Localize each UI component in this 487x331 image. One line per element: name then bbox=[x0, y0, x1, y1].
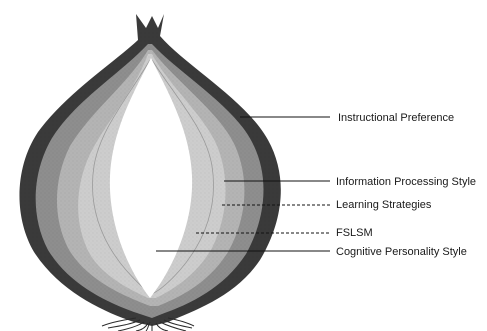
onion-illustration bbox=[19, 14, 280, 331]
label-cognitive-personality-style: Cognitive Personality Style bbox=[336, 246, 467, 258]
label-information-processing-style: Information Processing Style bbox=[336, 176, 476, 188]
label-fslsm: FSLSM bbox=[336, 227, 373, 239]
label-learning-strategies: Learning Strategies bbox=[336, 199, 432, 211]
label-instructional-preference: Instructional Preference bbox=[338, 112, 454, 124]
layer-labels: Instructional Preference Information Pro… bbox=[336, 112, 476, 258]
